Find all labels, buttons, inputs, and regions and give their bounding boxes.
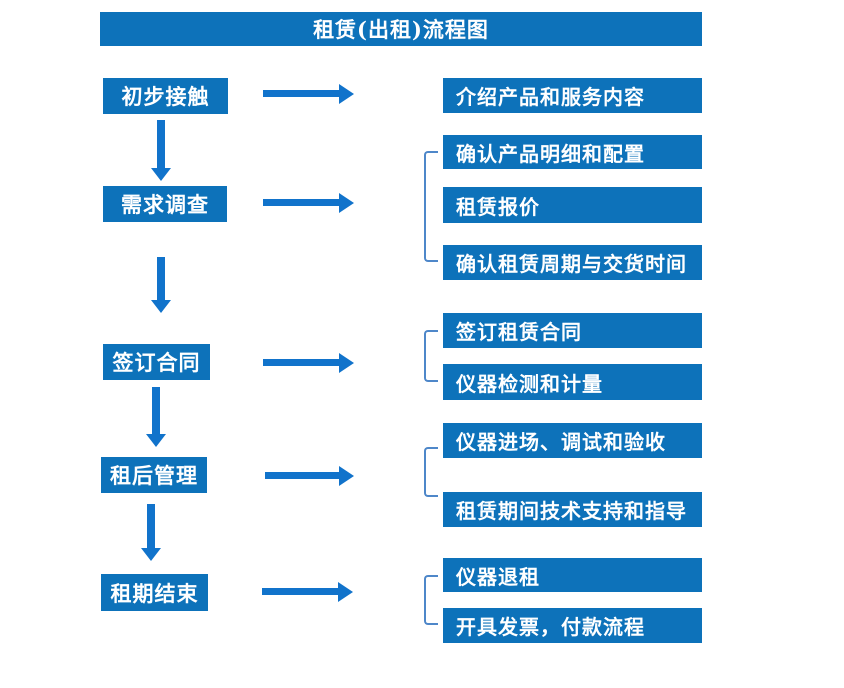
group-bracket-rental-end [424, 575, 438, 625]
step-post-rental-management: 租后管理 [101, 457, 207, 493]
arrow-right-icon-5 [262, 581, 353, 602]
group-bracket-sign-contract [424, 330, 438, 382]
arrow-right-icon-3 [263, 352, 354, 373]
output-box: 租赁报价 [443, 187, 702, 223]
flowchart-title: 租赁(出租)流程图 [100, 12, 702, 46]
arrow-down-icon-4 [141, 504, 161, 561]
arrow-right-icon-1 [263, 83, 354, 104]
output-box: 仪器进场、调试和验收 [443, 423, 702, 458]
arrow-right-icon-4 [265, 465, 354, 486]
arrow-down-icon-1 [151, 120, 171, 181]
output-box: 仪器检测和计量 [443, 364, 702, 400]
step-rental-end: 租期结束 [101, 574, 208, 611]
arrow-down-icon-3 [146, 387, 166, 447]
output-box: 确认租赁周期与交货时间 [443, 245, 702, 280]
output-box: 仪器退租 [443, 558, 702, 592]
output-box: 介绍产品和服务内容 [443, 78, 702, 113]
arrow-down-icon-2 [151, 257, 171, 313]
group-bracket-demand-survey [424, 151, 438, 262]
output-box: 签订租赁合同 [443, 313, 702, 348]
step-initial-contact: 初步接触 [103, 78, 228, 114]
output-box: 开具发票，付款流程 [443, 608, 702, 643]
group-bracket-post-rental [424, 447, 438, 497]
output-box: 确认产品明细和配置 [443, 135, 702, 169]
arrow-right-icon-2 [263, 192, 354, 213]
step-sign-contract: 签订合同 [103, 344, 210, 380]
output-box: 租赁期间技术支持和指导 [443, 492, 702, 527]
step-demand-survey: 需求调查 [103, 186, 227, 222]
